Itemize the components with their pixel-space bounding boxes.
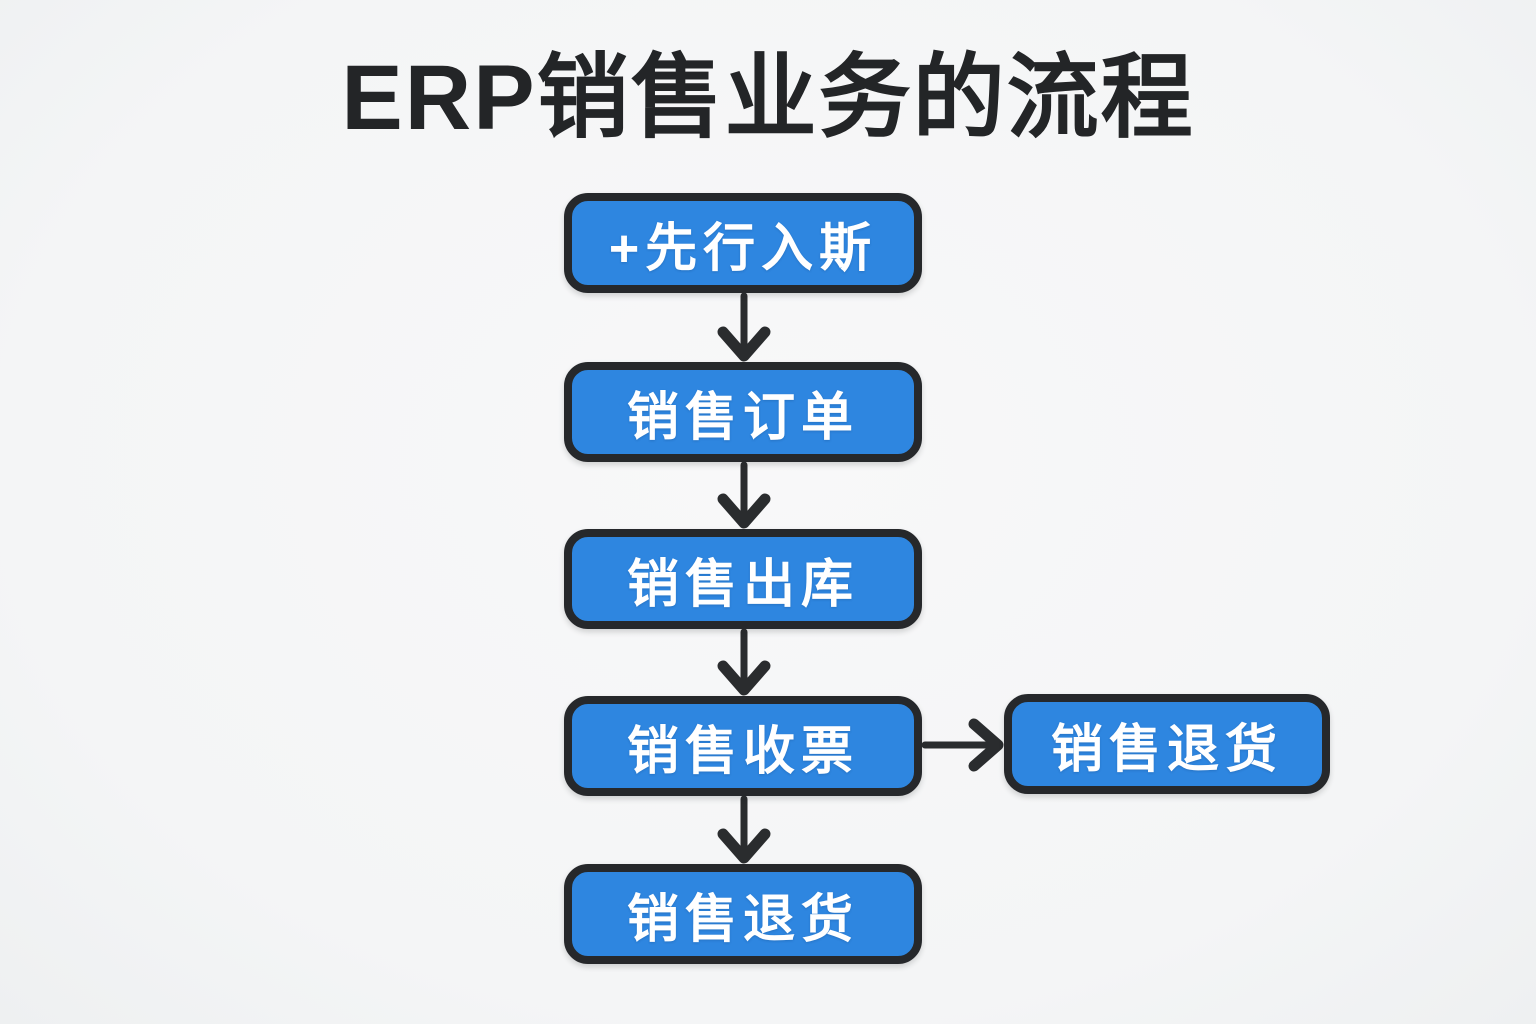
- flow-node-sales-invoice: 销售收票: [564, 696, 922, 796]
- arrow-outbound-to-invoice: [717, 628, 771, 696]
- arrow-order-to-outbound: [717, 461, 771, 529]
- arrow-advance-to-order: [717, 292, 771, 362]
- arrow-invoice-to-return-branch: [921, 718, 1004, 772]
- flow-node-sales-return: 销售退货: [564, 864, 922, 964]
- flow-node-advance-entry: +先行入斯: [564, 193, 922, 293]
- flow-node-sales-return-branch: 销售退货: [1004, 694, 1330, 794]
- arrow-invoice-to-return: [717, 795, 771, 864]
- flow-node-sales-outbound: 销售出库: [564, 529, 922, 629]
- flow-node-sales-order: 销售订单: [564, 362, 922, 462]
- diagram-title: ERP销售业务的流程: [341, 47, 1195, 149]
